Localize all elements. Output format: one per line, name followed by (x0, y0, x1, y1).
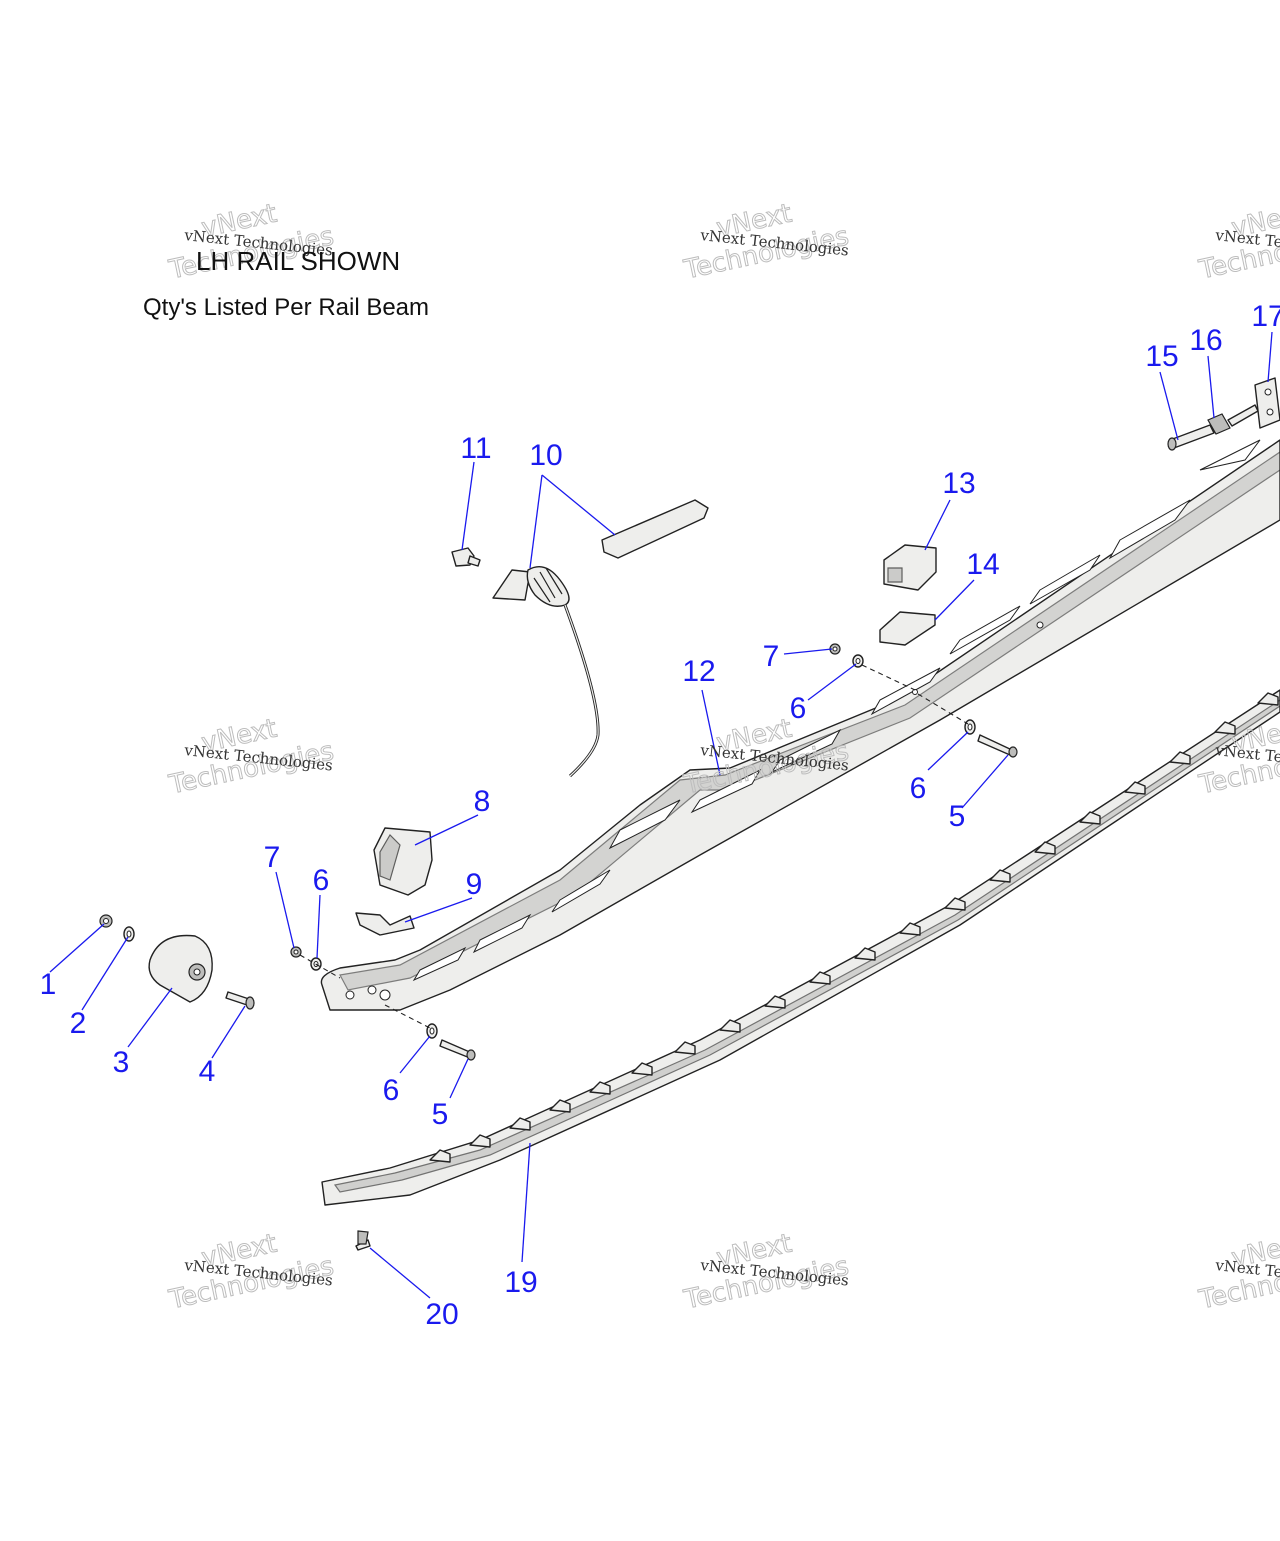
bracket-17 (1254, 377, 1280, 429)
callout-6: 6 (910, 772, 927, 805)
callout-16: 16 (1189, 324, 1222, 357)
callout-7: 7 (763, 640, 780, 673)
washer-6d (964, 719, 976, 735)
callout-8: 8 (474, 785, 491, 818)
bolt-5a (439, 1039, 476, 1061)
callout-3: 3 (113, 1046, 130, 1079)
callout-6: 6 (790, 692, 807, 725)
diagram-subtitle: Qty's Listed Per Rail Beam (143, 294, 430, 321)
watermarks: vNext Technologies vNext Technologies vN… (165, 198, 1280, 1316)
callout-4: 4 (199, 1055, 216, 1088)
jam-nut-16 (1207, 404, 1259, 435)
bolt-4 (225, 991, 255, 1010)
nut-7a (290, 946, 302, 958)
callout-20: 20 (425, 1298, 458, 1331)
callout-14: 14 (966, 548, 999, 581)
callout-1: 1 (40, 968, 57, 1001)
callout-15: 15 (1145, 340, 1178, 373)
clip-9 (355, 912, 415, 936)
screw-20 (355, 1230, 371, 1251)
washer-2 (123, 926, 135, 942)
bumper-cap-3 (148, 934, 213, 1003)
callout-10: 10 (529, 439, 562, 472)
block-13 (883, 544, 937, 591)
bolt-5b (977, 734, 1018, 758)
callout-6: 6 (383, 1074, 400, 1107)
block-8 (373, 827, 433, 896)
insert-14 (879, 611, 936, 646)
callout-5: 5 (949, 800, 966, 833)
rail-beam-12 (320, 439, 1280, 1011)
callout-7: 7 (264, 841, 281, 874)
slide-teeth (429, 692, 1279, 1163)
leader-lines (49, 331, 1273, 1299)
callout-6: 6 (313, 864, 330, 897)
callout-12: 12 (682, 655, 715, 688)
diagram-title: LH RAIL SHOWN (196, 246, 401, 276)
callout-19: 19 (504, 1266, 537, 1299)
callout-13: 13 (942, 467, 975, 500)
bolt-11 (451, 547, 481, 567)
cover-10 (601, 499, 709, 559)
callout-11: 11 (460, 432, 491, 465)
callout-9: 9 (466, 868, 483, 901)
slide-19 (321, 689, 1280, 1206)
callout-2: 2 (70, 1007, 87, 1040)
callout-numbers: 1 2 3 4 5 5 6 6 6 6 7 7 8 9 10 11 12 13 … (40, 300, 1280, 1331)
adjuster-bolt-15 (1167, 424, 1215, 451)
spring-10 (492, 566, 600, 778)
washer-6b (426, 1023, 438, 1039)
nut-1 (99, 914, 113, 928)
callout-17: 17 (1251, 300, 1280, 333)
callout-5: 5 (432, 1098, 449, 1131)
